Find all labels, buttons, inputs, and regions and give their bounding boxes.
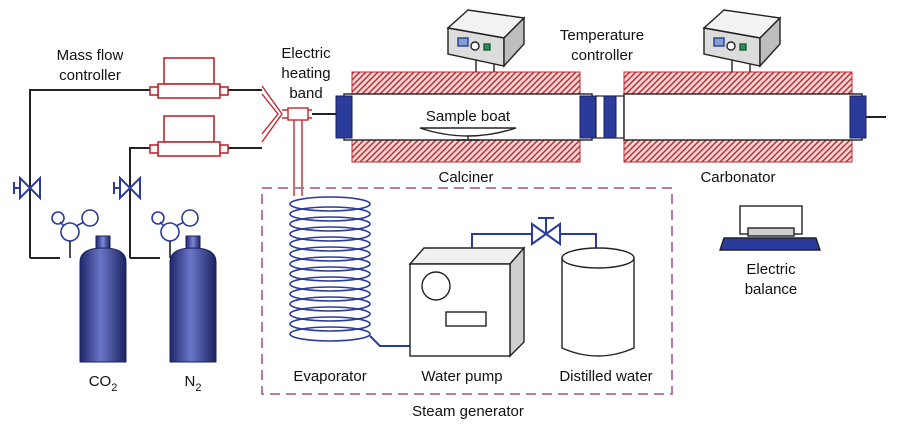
electric-heating-band	[261, 85, 338, 196]
carbonator-furnace	[623, 71, 886, 163]
mass-flow-label-2: controller	[59, 67, 121, 84]
mass-flow-controller-co2	[149, 57, 229, 99]
evaporator-coil	[289, 196, 410, 347]
cylinder-co2	[79, 235, 127, 363]
mass-flow-controller-n2	[149, 115, 229, 157]
valve-co2	[13, 175, 41, 201]
regulator-n2	[151, 209, 199, 258]
furnace-connector	[595, 95, 625, 139]
gas-piping	[29, 89, 262, 259]
distilled-water-label: Distilled water	[559, 368, 652, 385]
steam-generator-label: Steam generator	[412, 403, 524, 420]
water-line	[471, 233, 597, 248]
sample-boat-label: Sample boat	[426, 108, 511, 125]
water-pump	[408, 246, 526, 358]
heating-band-label-2: heating	[281, 65, 330, 82]
sample-boat	[419, 127, 517, 141]
steam-generator-box	[261, 187, 673, 395]
balance-label-1: Electric	[746, 261, 796, 278]
balance-label-2: balance	[745, 281, 798, 298]
cylinder-n2	[169, 235, 217, 363]
regulator-co2	[51, 209, 99, 258]
n2-label: N2	[185, 373, 202, 394]
calciner-label: Calciner	[438, 169, 493, 186]
valve-water	[531, 217, 561, 246]
valve-n2	[113, 175, 141, 201]
heating-band-label-3: band	[289, 85, 322, 102]
temp-controller-label-1: Temperature	[560, 27, 644, 44]
temperature-controller-calciner	[446, 9, 526, 72]
temp-controller-label-2: controller	[571, 47, 633, 64]
temperature-controller-carbonator	[702, 9, 782, 72]
heating-band-label-1: Electric	[281, 45, 331, 62]
carbonator-label: Carbonator	[700, 169, 775, 186]
distilled-water-tank	[561, 247, 635, 357]
water-pump-label: Water pump	[421, 368, 502, 385]
mass-flow-label-1: Mass flow	[57, 47, 124, 64]
evaporator-label: Evaporator	[293, 368, 366, 385]
co2-label: CO2	[89, 373, 118, 394]
electric-balance	[719, 205, 821, 251]
